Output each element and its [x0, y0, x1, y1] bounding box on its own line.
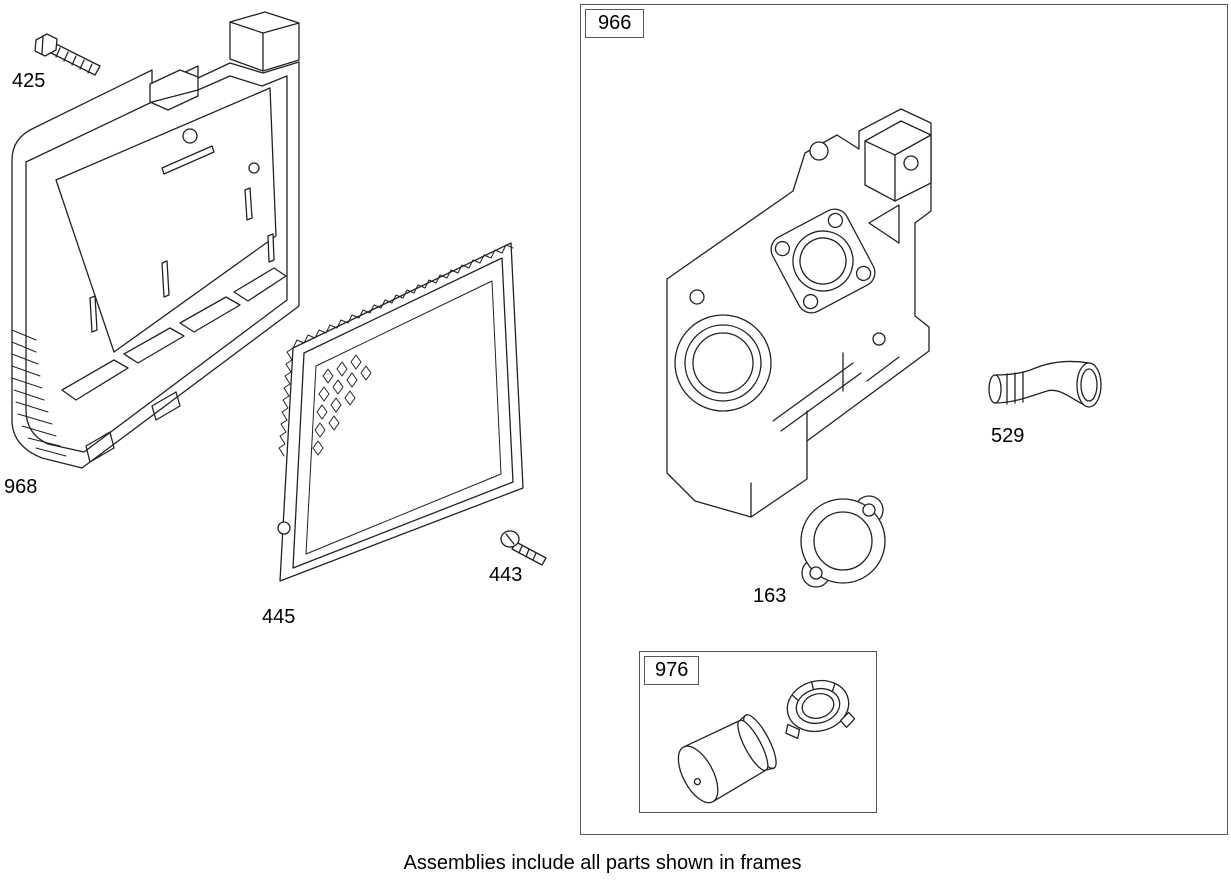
air-filter-drawing	[277, 242, 524, 582]
part-label-445: 445	[262, 606, 296, 628]
elbow-tube-drawing	[988, 360, 1102, 408]
assembly-frame-976: 976	[639, 651, 877, 813]
diagram-caption: Assemblies include all parts shown in fr…	[403, 852, 802, 874]
part-label-968: 968	[4, 476, 38, 498]
frame-label-966: 966	[585, 9, 645, 38]
screw-drawing	[500, 530, 547, 566]
retainer-clamp-drawing	[785, 679, 856, 740]
part-label-425: 425	[12, 70, 46, 92]
part-label-529: 529	[991, 425, 1025, 447]
frame-label-976: 976	[644, 656, 700, 685]
part-label-443: 443	[489, 564, 523, 586]
carburetor-gasket-drawing	[800, 495, 886, 588]
flange-bolt-drawing	[34, 33, 101, 76]
assembly-frame-966: 966	[580, 4, 1228, 835]
part-label-163: 163	[753, 585, 787, 607]
primer-cup-drawing	[677, 714, 777, 804]
air-cleaner-backplate-drawing	[666, 108, 932, 518]
air-cleaner-base-drawing	[11, 11, 300, 469]
